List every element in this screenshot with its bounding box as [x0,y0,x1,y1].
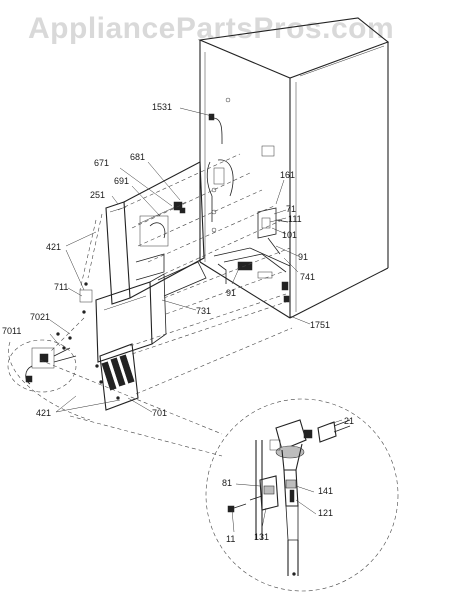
grille-701 [95,343,139,411]
label-7011: 7011 [2,326,21,336]
label-251: 251 [90,190,105,200]
label-421-lower: 421 [36,408,51,418]
cabinet-outline [197,17,390,319]
label-731: 731 [196,306,211,316]
label-691: 691 [114,176,129,186]
leader-lines [49,107,343,533]
label-671: 671 [94,158,109,168]
label-7021: 7021 [30,312,50,322]
label-101: 101 [282,230,297,240]
label-1751: 1751 [310,320,330,330]
label-161: 161 [280,170,295,180]
label-21: 21 [344,416,354,426]
label-681: 681 [130,152,145,162]
guide-lines [8,153,293,457]
label-711: 711 [54,282,68,292]
label-121: 121 [318,508,333,518]
label-741: 741 [300,272,315,282]
label-1531: 1531 [152,102,172,112]
label-421-upper: 421 [46,242,61,252]
label-141: 141 [318,486,333,496]
label-91-lower: 91 [226,288,236,298]
label-71: 71 [286,204,296,214]
label-111: 111 [288,214,302,224]
label-11: 11 [226,534,235,544]
label-91-right: 91 [298,252,308,262]
watermark-text: AppliancePartsPros.com [28,12,394,45]
valve-highlight [7,339,77,393]
label-701: 701 [152,408,167,418]
label-131: 131 [254,532,269,542]
label-81: 81 [222,478,232,488]
part-labels: 1531 681 671 691 251 161 71 111 101 421 … [2,102,354,544]
valve-7011 [25,332,77,385]
detail-view [205,398,399,592]
